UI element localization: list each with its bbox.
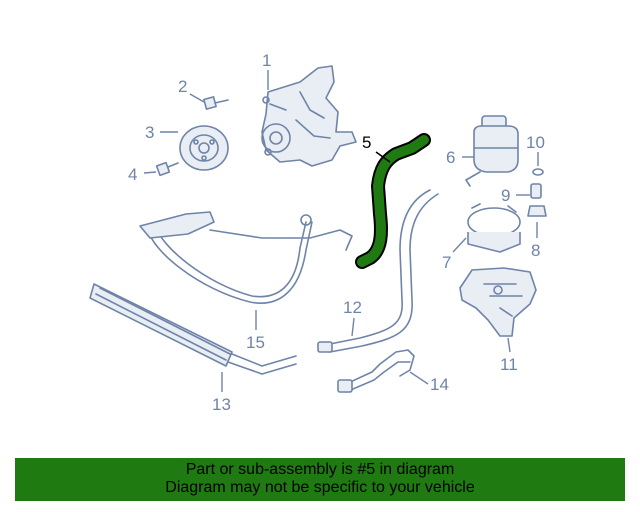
bolt-part-4[interactable]	[155, 161, 179, 177]
return-line[interactable]	[317, 189, 439, 353]
callout-13: 13	[212, 395, 231, 414]
callout-7: 7	[442, 253, 451, 272]
washer-part-10[interactable]	[532, 168, 544, 176]
callout-12: 12	[343, 298, 362, 317]
hose-part-5-highlighted[interactable]	[355, 133, 431, 269]
pulley[interactable]	[179, 125, 229, 171]
callout-15: 15	[246, 333, 265, 352]
callout-3: 3	[145, 123, 154, 142]
callout-4: 4	[128, 165, 137, 184]
cooler[interactable]	[89, 283, 297, 375]
callout-2: 2	[178, 77, 187, 96]
callout-5: 5	[362, 133, 371, 152]
parts-diagram: 1 2 3 4 5 6 7 8 9 10 11 12 13 14 15	[89, 51, 547, 414]
hose-part-14[interactable]	[337, 349, 415, 393]
callout-11: 11	[500, 355, 518, 374]
banner-line-disclaimer: Diagram may not be specific to your vehi…	[165, 479, 475, 496]
callout-9: 9	[501, 186, 510, 205]
reservoir[interactable]	[465, 115, 519, 187]
callout-6: 6	[446, 148, 455, 167]
bushing-part-9[interactable]	[530, 183, 542, 199]
banner-line-part: Part or sub-assembly is #5 in diagram	[185, 461, 455, 478]
callout-1: 1	[262, 51, 271, 70]
info-banner: Part or sub-assembly is #5 in diagram Di…	[15, 458, 625, 501]
callout-10: 10	[526, 133, 545, 152]
nut-part-8[interactable]	[527, 205, 547, 217]
bolt-part-2[interactable]	[203, 96, 229, 110]
pressure-line[interactable]	[139, 211, 353, 304]
power-steering-pump[interactable]	[261, 65, 357, 167]
callout-14: 14	[430, 375, 449, 394]
leader-lines	[143, 70, 539, 392]
mounting-bracket[interactable]	[459, 267, 537, 337]
reservoir-clamp[interactable]	[467, 203, 521, 253]
callout-8: 8	[531, 241, 540, 260]
